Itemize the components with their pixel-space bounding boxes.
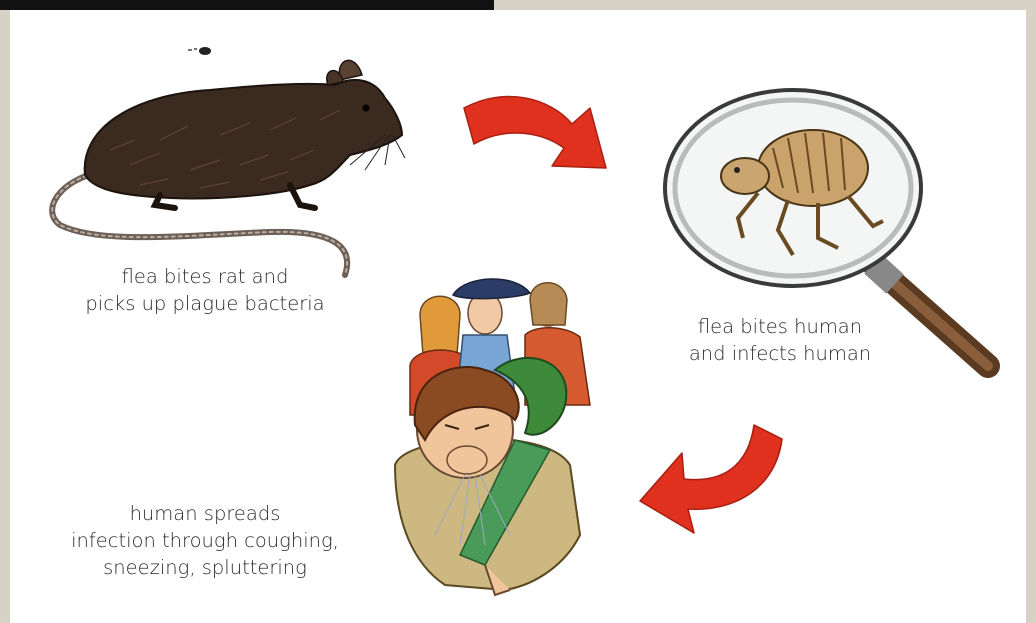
label-human-step: human spreads infection through coughing…: [40, 500, 370, 581]
rat-illustration: [40, 40, 410, 290]
curved-arrow-left-icon: [636, 417, 786, 537]
rat-body: [85, 80, 402, 199]
curved-arrow-right-icon: [460, 88, 610, 183]
label-rat-step: flea bites rat and picks up plague bacte…: [55, 263, 355, 317]
flea-small-icon: [188, 47, 211, 55]
rat-eye: [363, 105, 370, 112]
rat-ear: [339, 60, 362, 80]
label-flea-step: flea bites human and infects human: [640, 313, 920, 367]
coughing-human-illustration: [365, 265, 605, 605]
hat-icon: [453, 279, 530, 299]
hand: [447, 446, 487, 474]
title-banner: [0, 0, 494, 10]
